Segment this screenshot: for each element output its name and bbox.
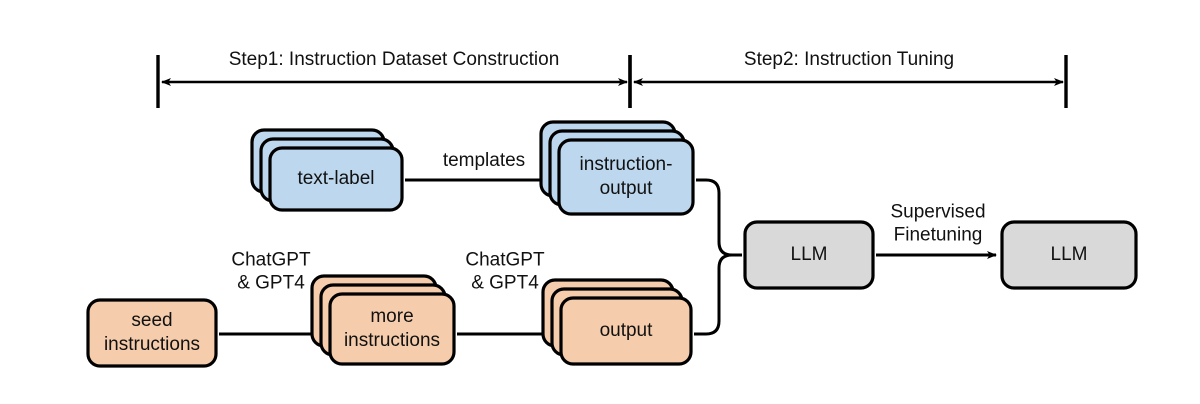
node-group: text-label instruction-output seed instruct… bbox=[86, 120, 1138, 368]
edge-more-to-output-label: ChatGPT& GPT4 bbox=[465, 250, 545, 294]
phase-step1: Step1: Instruction Dataset Construction bbox=[156, 49, 632, 108]
node-llm-tuned[interactable]: LLM bbox=[1000, 220, 1138, 290]
edge-label-line: templates bbox=[443, 150, 525, 171]
node-label-line: seed bbox=[131, 310, 172, 331]
edge-label-line: & GPT4 bbox=[237, 273, 305, 294]
node-label-line: output bbox=[600, 320, 654, 341]
edge-group bbox=[219, 176, 997, 338]
node-label-line: text-label bbox=[297, 168, 374, 189]
node-body[interactable] bbox=[559, 296, 693, 366]
node-instruction-output[interactable]: instruction-output bbox=[539, 120, 695, 216]
node-body[interactable] bbox=[1000, 220, 1138, 290]
node-label-line: more bbox=[370, 306, 413, 327]
node-label-line: instruction- bbox=[580, 154, 673, 175]
node-label-line: instructions bbox=[344, 330, 440, 351]
edge-textlabel-to-instructionoutput-label: templates bbox=[443, 150, 525, 171]
node-body[interactable] bbox=[328, 292, 456, 366]
edge-label-line: Finetuning bbox=[894, 225, 983, 246]
phase-label: Step2: Instruction Tuning bbox=[744, 49, 954, 70]
edge-label-line: ChatGPT bbox=[231, 250, 311, 271]
node-body[interactable] bbox=[268, 146, 404, 212]
node-output[interactable]: output bbox=[541, 278, 693, 366]
node-label-line: LLM bbox=[1051, 244, 1088, 265]
edge-seed-to-more-label: ChatGPT& GPT4 bbox=[231, 250, 311, 294]
edge-output-to-llm bbox=[694, 253, 742, 336]
node-more-instructions[interactable]: more instructions bbox=[310, 274, 456, 366]
node-llm-base[interactable]: LLM bbox=[743, 220, 875, 290]
node-body[interactable] bbox=[743, 220, 875, 290]
edge-instructionoutput-to-llm bbox=[696, 178, 742, 257]
phase-label: Step1: Instruction Dataset Construction bbox=[229, 49, 560, 70]
phase-step2: Step2: Instruction Tuning bbox=[628, 49, 1068, 108]
edge-label-line: Supervised bbox=[890, 202, 985, 223]
node-body[interactable] bbox=[86, 298, 218, 368]
node-seed-instructions[interactable]: seed instructions bbox=[86, 298, 218, 368]
node-label-line: instructions bbox=[104, 334, 200, 355]
node-label-line: LLM bbox=[791, 244, 828, 265]
node-body[interactable] bbox=[557, 138, 695, 216]
node-text-label[interactable]: text-label bbox=[250, 128, 404, 212]
phase-ruler-group: Step1: Instruction Dataset Construction S… bbox=[156, 49, 1068, 108]
node-label-line: output bbox=[600, 178, 654, 199]
edge-label-line: ChatGPT bbox=[465, 250, 545, 271]
edge-label-line: & GPT4 bbox=[471, 273, 539, 294]
